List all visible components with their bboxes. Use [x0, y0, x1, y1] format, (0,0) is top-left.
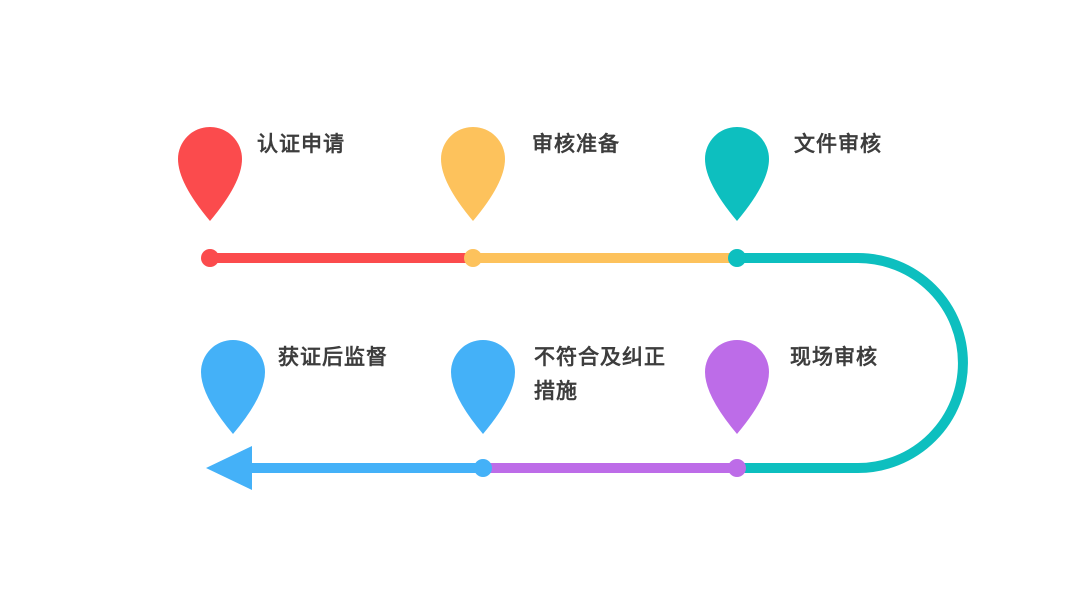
step-3-label: 文件审核	[794, 133, 882, 156]
step-6-pin	[193, 336, 273, 440]
step-1-label: 认证申请	[257, 133, 345, 156]
step-2-pin	[433, 123, 513, 227]
joint-dot-purple	[728, 459, 746, 477]
step-6-label: 获证后监督	[278, 346, 388, 369]
step-4-pin	[697, 336, 777, 440]
pin-marker-icon	[451, 340, 515, 434]
pin-marker-icon	[441, 127, 505, 221]
connector-curve-teal	[732, 253, 968, 473]
pin-marker-icon	[178, 127, 242, 221]
step-5-label: 不符合及纠正措施	[534, 346, 666, 403]
joint-dot-red	[201, 249, 219, 267]
step-3-pin	[697, 123, 777, 227]
pin-marker-icon	[201, 340, 265, 434]
step-4-label: 现场审核	[790, 346, 878, 369]
joint-dot-orange	[464, 249, 482, 267]
joint-dot-blue	[474, 459, 492, 477]
joint-dot-teal	[728, 249, 746, 267]
pin-marker-icon	[705, 127, 769, 221]
arrowhead-icon	[206, 446, 252, 490]
step-2-label: 审核准备	[532, 133, 620, 156]
step-5-pin	[443, 336, 523, 440]
step-1-pin	[170, 123, 250, 227]
pin-marker-icon	[705, 340, 769, 434]
